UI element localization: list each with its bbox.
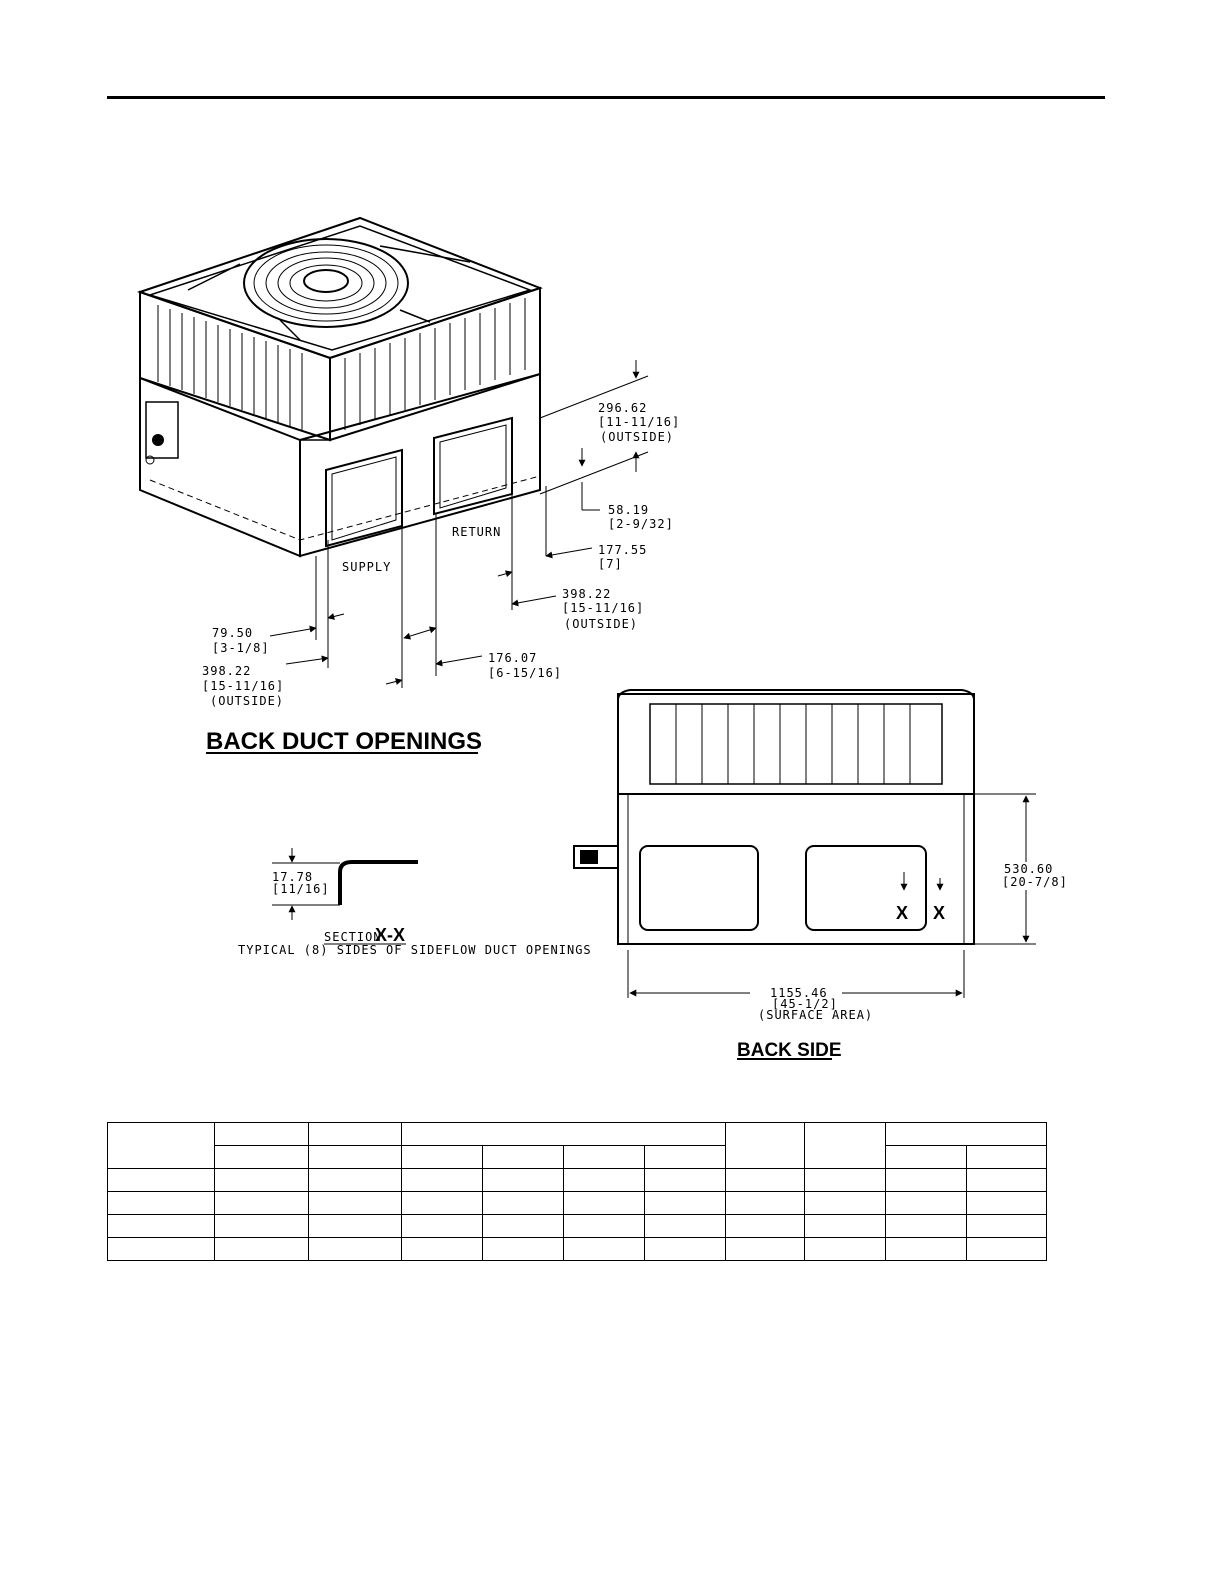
dim-79-value: 79.50: [212, 626, 253, 640]
table-row: [107, 1122, 1047, 1169]
section-xx-detail: 17.78 [11/16] SECTION X-X TYPICAL (8) SI…: [238, 848, 592, 957]
supply-label: SUPPLY: [342, 560, 391, 574]
header-rule: [107, 96, 1105, 99]
back-width-value: 1155.46: [770, 986, 828, 1000]
dim-176-value: 176.07: [488, 651, 537, 665]
section-caption: TYPICAL (8) SIDES OF SIDEFLOW DUCT OPENI…: [238, 943, 592, 957]
back-width-note: (SURFACE AREA): [758, 1008, 873, 1022]
table-row: [107, 1168, 1047, 1192]
back-width-imperial: [45-1/2]: [772, 997, 838, 1011]
back-height-imperial: [20-7/8]: [1002, 875, 1068, 889]
back-duct-openings-title: BACK DUCT OPENINGS: [206, 728, 482, 755]
dim-176-imperial: [6-15/16]: [488, 666, 562, 680]
back-side-view: X X 530.60 [20-7/8] 1155.46 [45-1/2] (SU…: [573, 689, 1068, 1061]
spec-table: [107, 1122, 1047, 1261]
dim-398r-note: (OUTSIDE): [564, 617, 638, 631]
table-row: [108, 1145, 1047, 1169]
dim-296-imperial: [11-11/16]: [598, 415, 680, 429]
section-mark-2: X: [933, 903, 945, 923]
dim-398r-value: 398.22: [562, 587, 611, 601]
dim-177-value: 177.55: [598, 543, 647, 557]
technical-drawing: 296.62 [11-11/16] (OUTSIDE) 58.19 [2-9/3…: [136, 216, 1068, 1061]
section-label-small: SECTION: [324, 930, 382, 944]
return-label: RETURN: [452, 525, 501, 539]
table-row: [107, 1237, 1047, 1261]
dim-177-imperial: [7]: [598, 557, 623, 571]
section-mark-1: X: [896, 903, 908, 923]
fan-grille-icon: [187, 238, 471, 341]
dim-296-value: 296.62: [598, 401, 647, 415]
dim-398l-note: (OUTSIDE): [210, 694, 284, 708]
table-row: [107, 1214, 1047, 1238]
dim-79-imperial: [3-1/8]: [212, 641, 270, 655]
dim-398l-value: 398.22: [202, 664, 251, 678]
back-duct-dim-texts: 296.62 [11-11/16] (OUTSIDE) 58.19 [2-9/3…: [202, 401, 680, 708]
dim-58-value: 58.19: [608, 503, 649, 517]
table-row: [107, 1191, 1047, 1215]
dim-398r-imperial: [15-11/16]: [562, 601, 644, 615]
section-dim-value: 17.78: [272, 870, 313, 884]
back-side-title: BACK SIDE: [737, 1040, 842, 1061]
back-height-value: 530.60: [1004, 862, 1053, 876]
unit-isometric-view: [136, 216, 543, 558]
back-duct-dimensions: [269, 360, 649, 688]
dim-398l-imperial: [15-11/16]: [202, 679, 284, 693]
section-dim-imperial: [11/16]: [272, 882, 330, 896]
dim-296-note: (OUTSIDE): [600, 430, 674, 444]
section-label-big: X-X: [375, 925, 405, 945]
dim-58-imperial: [2-9/32]: [608, 517, 674, 531]
